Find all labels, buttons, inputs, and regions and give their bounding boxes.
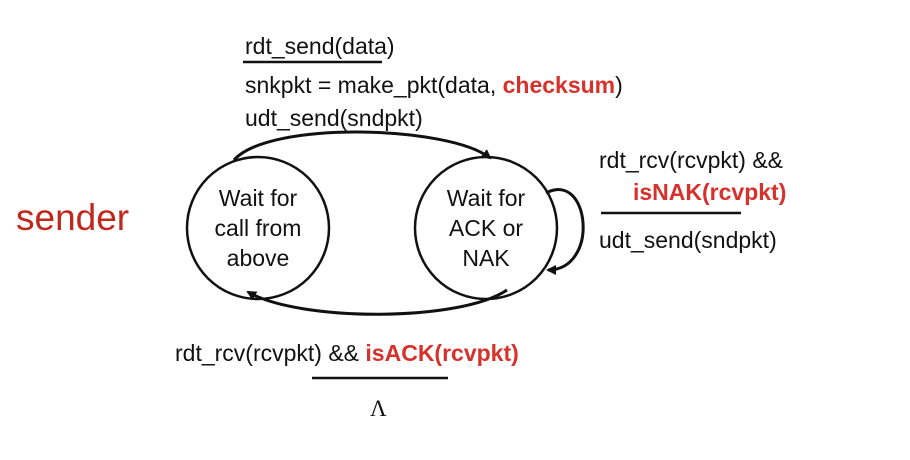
self-loop-action: udt_send(sndpkt): [599, 227, 777, 253]
top-action-1-post: ): [615, 72, 623, 98]
top-transition-action-1: snkpkt = make_pkt(data, checksum): [245, 74, 623, 97]
state-wait-for-ack-line-3: NAK: [462, 245, 510, 271]
diagram-title: sender: [16, 197, 130, 238]
state-wait-for-call-label: Wait for call from above: [193, 183, 323, 273]
state-wait-for-ack-nak-label: Wait for ACK or NAK: [421, 183, 551, 273]
self-loop-event-line-2: isNAK(rcvpkt): [633, 179, 787, 205]
checksum-highlight: checksum: [502, 72, 616, 98]
transition-self-loop-arrow: [545, 188, 585, 275]
state-wait-for-call-circle: [185, 155, 331, 301]
state-wait-for-call-line-1: Wait for: [218, 185, 298, 211]
top-transition-event: rdt_send(data): [245, 33, 395, 59]
isack-highlight: isACK(rcvpkt): [365, 340, 519, 366]
bottom-transition-event: rdt_rcv(rcvpkt) && isACK(rcvpkt): [175, 342, 519, 365]
self-loop-event-line-1: rdt_rcv(rcvpkt) &&: [599, 147, 784, 173]
bottom-event-pre: rdt_rcv(rcvpkt) &&: [175, 340, 366, 366]
state-wait-for-call-line-2: call from: [214, 215, 302, 241]
transition-bottom-arrow: [246, 288, 508, 316]
transition-top-arrow: [232, 130, 492, 162]
top-transition-action-2: udt_send(sndpkt): [245, 105, 423, 131]
top-action-1-pre: snkpkt = make_pkt(data,: [245, 72, 503, 98]
state-wait-for-ack-line-2: ACK or: [448, 215, 524, 241]
state-wait-for-call-line-3: above: [226, 245, 290, 271]
bottom-transition-action-lambda: Λ: [370, 396, 387, 421]
state-wait-for-ack-line-1: Wait for: [446, 185, 526, 211]
